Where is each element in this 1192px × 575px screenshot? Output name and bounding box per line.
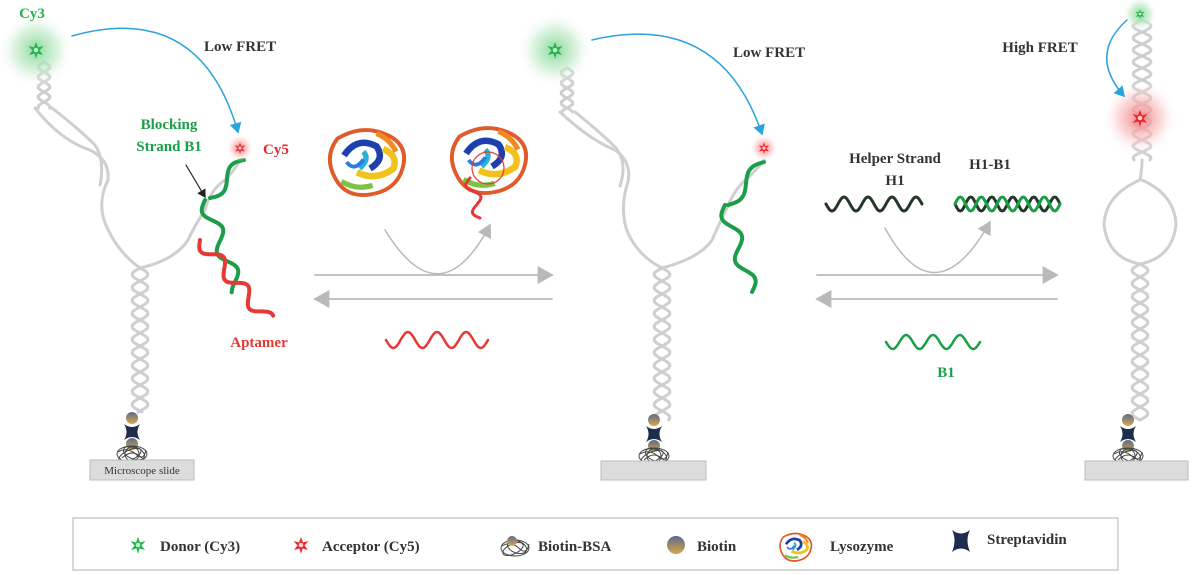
panel1-loop-left-inner (50, 106, 104, 187)
helper-strand-h1 (824, 195, 924, 213)
legend-box (72, 517, 1119, 571)
panel1-loop-right (138, 158, 242, 270)
panel2-blocking-strand-lower (719, 203, 758, 294)
panel2-anchor (638, 413, 670, 468)
panel1-stem-helix-strand-b (130, 266, 150, 414)
panel1-stem-helix-strand-a (130, 266, 150, 414)
legend-label-streptavidin: Streptavidin (987, 532, 1067, 548)
legend-label-biotin-bsa: Biotin-BSA (538, 539, 612, 555)
slide-label: Microscope slide (104, 465, 180, 477)
panel3-stem-helix-strand-b (1130, 262, 1150, 422)
legend-label-acceptor: Acceptor (Cy5) (322, 539, 420, 555)
transition2-curved-arrow (884, 220, 991, 274)
panel2-stem-helix-strand-b (652, 266, 672, 422)
blocking-strand-label-line2: Strand B1 (136, 139, 201, 155)
h1b1-duplex-green (953, 195, 1062, 213)
panel1-microscope-slide (89, 459, 195, 481)
panel2-fret-arrow (591, 33, 765, 136)
panel2-blocking-strand-upper (726, 160, 766, 207)
panel1-fret-arrow (71, 27, 242, 134)
released-b1 (884, 333, 982, 351)
legend-label-biotin: Biotin (697, 539, 737, 555)
panel1-aptamer (197, 238, 276, 318)
panel3-fret-arrow (1106, 19, 1128, 98)
biotin-icon (667, 536, 685, 554)
panel1-blocking-pointer (185, 164, 206, 199)
legend-label-lysozyme: Lysozyme (830, 539, 894, 555)
cy3-label: Cy3 (19, 6, 45, 22)
helper-strand-label-line1: Helper Strand (849, 151, 941, 167)
panel2-loop-left-outer (558, 110, 664, 270)
aptamer-label: Aptamer (230, 335, 288, 351)
helper-strand-label-line2: H1 (885, 173, 904, 189)
panel3-slide (1084, 460, 1189, 481)
panel2-loop-left-inner (573, 110, 625, 188)
cy5-label: Cy5 (263, 142, 289, 158)
biotin-bsa-icon (500, 536, 530, 557)
streptavidin-icon (952, 530, 970, 552)
low-fret-label-1: Low FRET (204, 39, 276, 55)
panel3-loop-left (1102, 158, 1144, 266)
b1-label: B1 (937, 365, 955, 381)
panel1-blocking-strand-lower (199, 198, 241, 295)
lysozyme-bound-aptamer (464, 176, 483, 220)
panel2-slide (600, 460, 707, 481)
panel3-anchor (1112, 413, 1144, 468)
h1b1-label: H1-B1 (969, 157, 1011, 173)
released-aptamer (384, 330, 490, 350)
lysozyme-bound (452, 128, 526, 193)
legend: Donor (Cy3) Acceptor (Cy5) Biotin-BSA Bi… (72, 517, 1119, 571)
legend-label-donor: Donor (Cy3) (160, 539, 240, 555)
panel3-loop-right (1138, 178, 1178, 266)
panel1-blocking-strand-upper (208, 158, 246, 200)
low-fret-label-2: Low FRET (733, 45, 805, 61)
blocking-strand-label-line1: Blocking (141, 117, 198, 133)
high-fret-label: High FRET (1002, 40, 1077, 56)
lysozyme-binding-site (471, 151, 505, 185)
lysozyme-free (330, 130, 404, 195)
panel1-loop-left-outer (33, 106, 142, 270)
panel1-anchor (116, 411, 148, 466)
transition1-curved-arrow (384, 223, 492, 275)
